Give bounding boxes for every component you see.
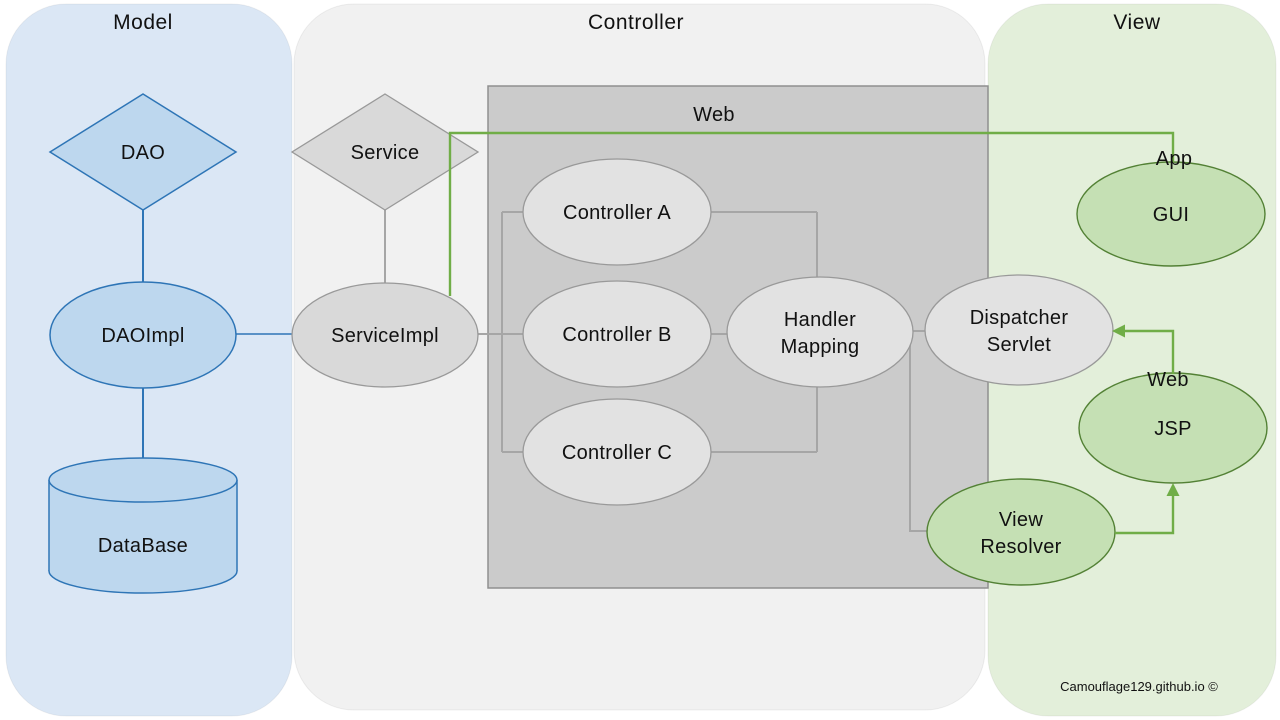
labels: Model Controller View Web DAO DAOImpl Da… (98, 11, 1218, 694)
arrowhead-into-dispatcher (1112, 324, 1125, 338)
controller-c-ellipse (522, 398, 712, 506)
handler-mapping-ellipse (726, 276, 914, 388)
controller-a-ellipse (522, 158, 712, 266)
controller-panel-title: Controller (588, 11, 684, 34)
controller-b-ellipse (522, 280, 712, 388)
service-diamond (290, 93, 480, 211)
view-resolver-ellipse (926, 478, 1116, 586)
handler-mapping-label-line1: Handler (784, 309, 856, 331)
daoimpl-label: DAOImpl (101, 325, 184, 347)
dao-diamond (48, 93, 238, 211)
dispatcher-servlet-label-line2: Servlet (987, 334, 1051, 356)
dispatcher-servlet-ellipse (924, 274, 1114, 386)
controller-b-label: Controller B (562, 324, 671, 346)
view-resolver-label-line2: Resolver (980, 536, 1061, 558)
gui-ellipse (1076, 161, 1266, 267)
dispatcher-servlet-label-line1: Dispatcher (970, 307, 1069, 329)
edge-handlermapping-viewresolver (909, 331, 929, 532)
database-cylinder-top (48, 457, 238, 503)
attribution-text: Camouflage129.github.io © (1060, 679, 1218, 694)
web-group-label: Web (1147, 369, 1189, 391)
view-panel-title: View (1113, 11, 1160, 34)
serviceimpl-label: ServiceImpl (331, 325, 439, 347)
daoimpl-ellipse (49, 281, 237, 389)
green-arrowheads (1112, 324, 1180, 496)
model-panel-title: Model (113, 11, 173, 34)
controller-a-label: Controller A (563, 202, 671, 224)
database-cylinder (48, 457, 238, 594)
controller-c-label: Controller C (562, 442, 672, 464)
view-shapes (926, 161, 1268, 586)
service-label: Service (351, 142, 420, 164)
edge-jsp-dispatcher (1124, 329, 1175, 374)
model-shapes (48, 93, 238, 594)
serviceimpl-ellipse (291, 282, 479, 388)
edge-serviceimpl-gui (448, 131, 1175, 296)
blue-edges (142, 210, 292, 459)
app-group-label: App (1156, 148, 1193, 170)
view-resolver-label-line1: View (999, 509, 1043, 531)
web-container-label: Web (693, 104, 735, 126)
arrowhead-into-jsp (1166, 483, 1180, 496)
edge-viewresolver-jsp (1115, 496, 1175, 535)
handler-mapping-label-line2: Mapping (781, 336, 860, 358)
green-edges (448, 131, 1175, 535)
dao-label: DAO (121, 142, 165, 164)
controller-shapes (290, 93, 1114, 506)
gui-label: GUI (1153, 204, 1189, 226)
jsp-label: JSP (1154, 418, 1192, 440)
database-label: DataBase (98, 535, 188, 557)
